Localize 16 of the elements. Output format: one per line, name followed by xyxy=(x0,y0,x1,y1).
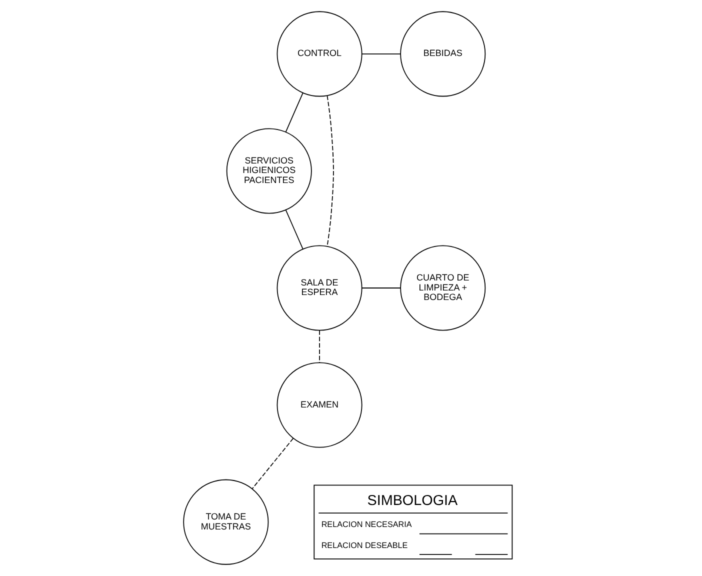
node-circle: EXAMEN xyxy=(276,362,362,448)
label: SIMBOLOGIA xyxy=(366,492,458,509)
connector xyxy=(360,53,400,54)
connector xyxy=(251,438,294,490)
node-circle: CUARTO DE LIMPIEZA + BODEGA xyxy=(400,245,486,331)
node-circle: TOMA DE MUESTRAS xyxy=(182,479,268,565)
legend-label: RELACION NECESARIA xyxy=(320,520,412,530)
legend-label: RELACION DESEABLE xyxy=(320,540,408,550)
connector xyxy=(318,330,320,364)
connector xyxy=(326,95,334,247)
connector xyxy=(284,209,303,250)
connector xyxy=(284,92,303,132)
node-circle: SALA DE ESPERA xyxy=(276,245,362,331)
node-circle: CONTROL xyxy=(276,11,362,97)
node-circle: SERVICIOS HIGIENICOS PACIENTES xyxy=(226,128,312,214)
node-circle: BEBIDAS xyxy=(400,11,486,97)
